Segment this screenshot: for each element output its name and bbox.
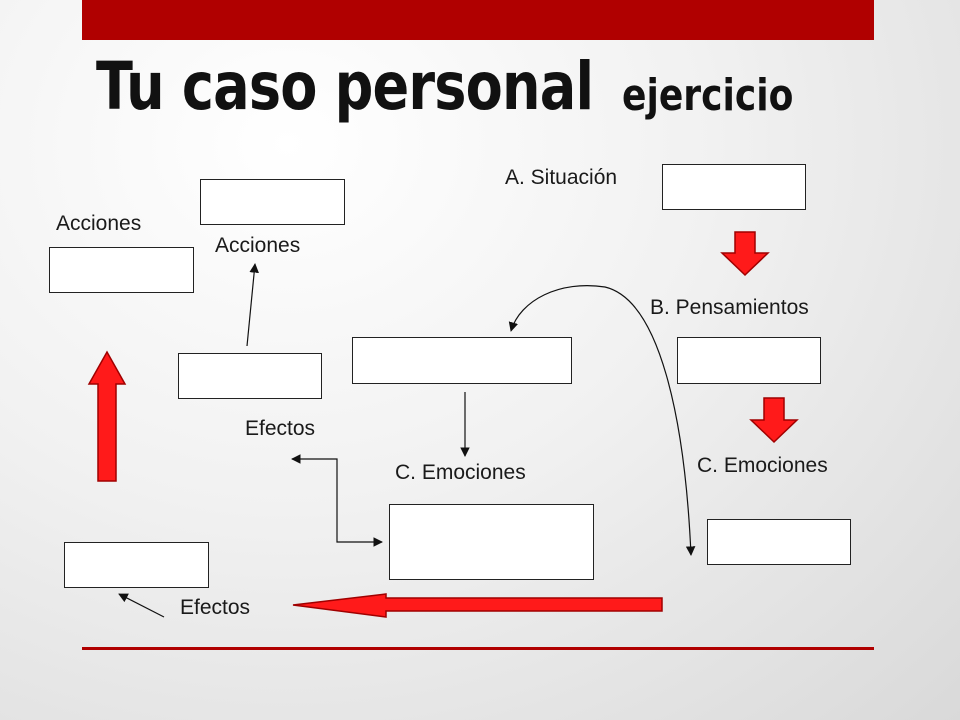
- label-efectos-bottom: Efectos: [180, 596, 251, 619]
- title-text: Tu caso personal: [96, 48, 594, 125]
- box-situacion: [662, 164, 806, 210]
- red-arrow-left: [292, 593, 663, 618]
- label-emociones-right: C. Emociones: [697, 454, 828, 477]
- box-efectos-left: [64, 542, 209, 588]
- label-pensamientos: B. Pensamientos: [650, 296, 809, 319]
- curved-feedback-arrow: [508, 285, 696, 556]
- red-arrow-down-1: [720, 231, 770, 277]
- elbow-connector: [291, 454, 383, 547]
- arrow-efectos-to-acciones: [246, 263, 259, 347]
- box-emociones-right: [707, 519, 851, 565]
- slide-subtitle: ejercicio: [622, 70, 794, 121]
- red-arrow-down-2: [749, 397, 799, 444]
- label-efectos-center: Efectos: [245, 417, 316, 440]
- box-efectos-center: [178, 353, 322, 399]
- red-arrow-up: [87, 350, 127, 482]
- top-accent-bar: [82, 0, 874, 40]
- label-acciones-center: Acciones: [215, 234, 301, 257]
- box-acciones-left: [49, 247, 194, 293]
- label-situacion: A. Situación: [505, 166, 618, 189]
- bottom-accent-line: [82, 647, 874, 650]
- label-acciones-left: Acciones: [56, 212, 142, 235]
- slide-title: Tu caso personal: [96, 48, 594, 125]
- label-emociones-center: C. Emociones: [395, 461, 526, 484]
- arrow-efectos-bottom: [118, 593, 165, 618]
- box-acciones-center: [200, 179, 345, 225]
